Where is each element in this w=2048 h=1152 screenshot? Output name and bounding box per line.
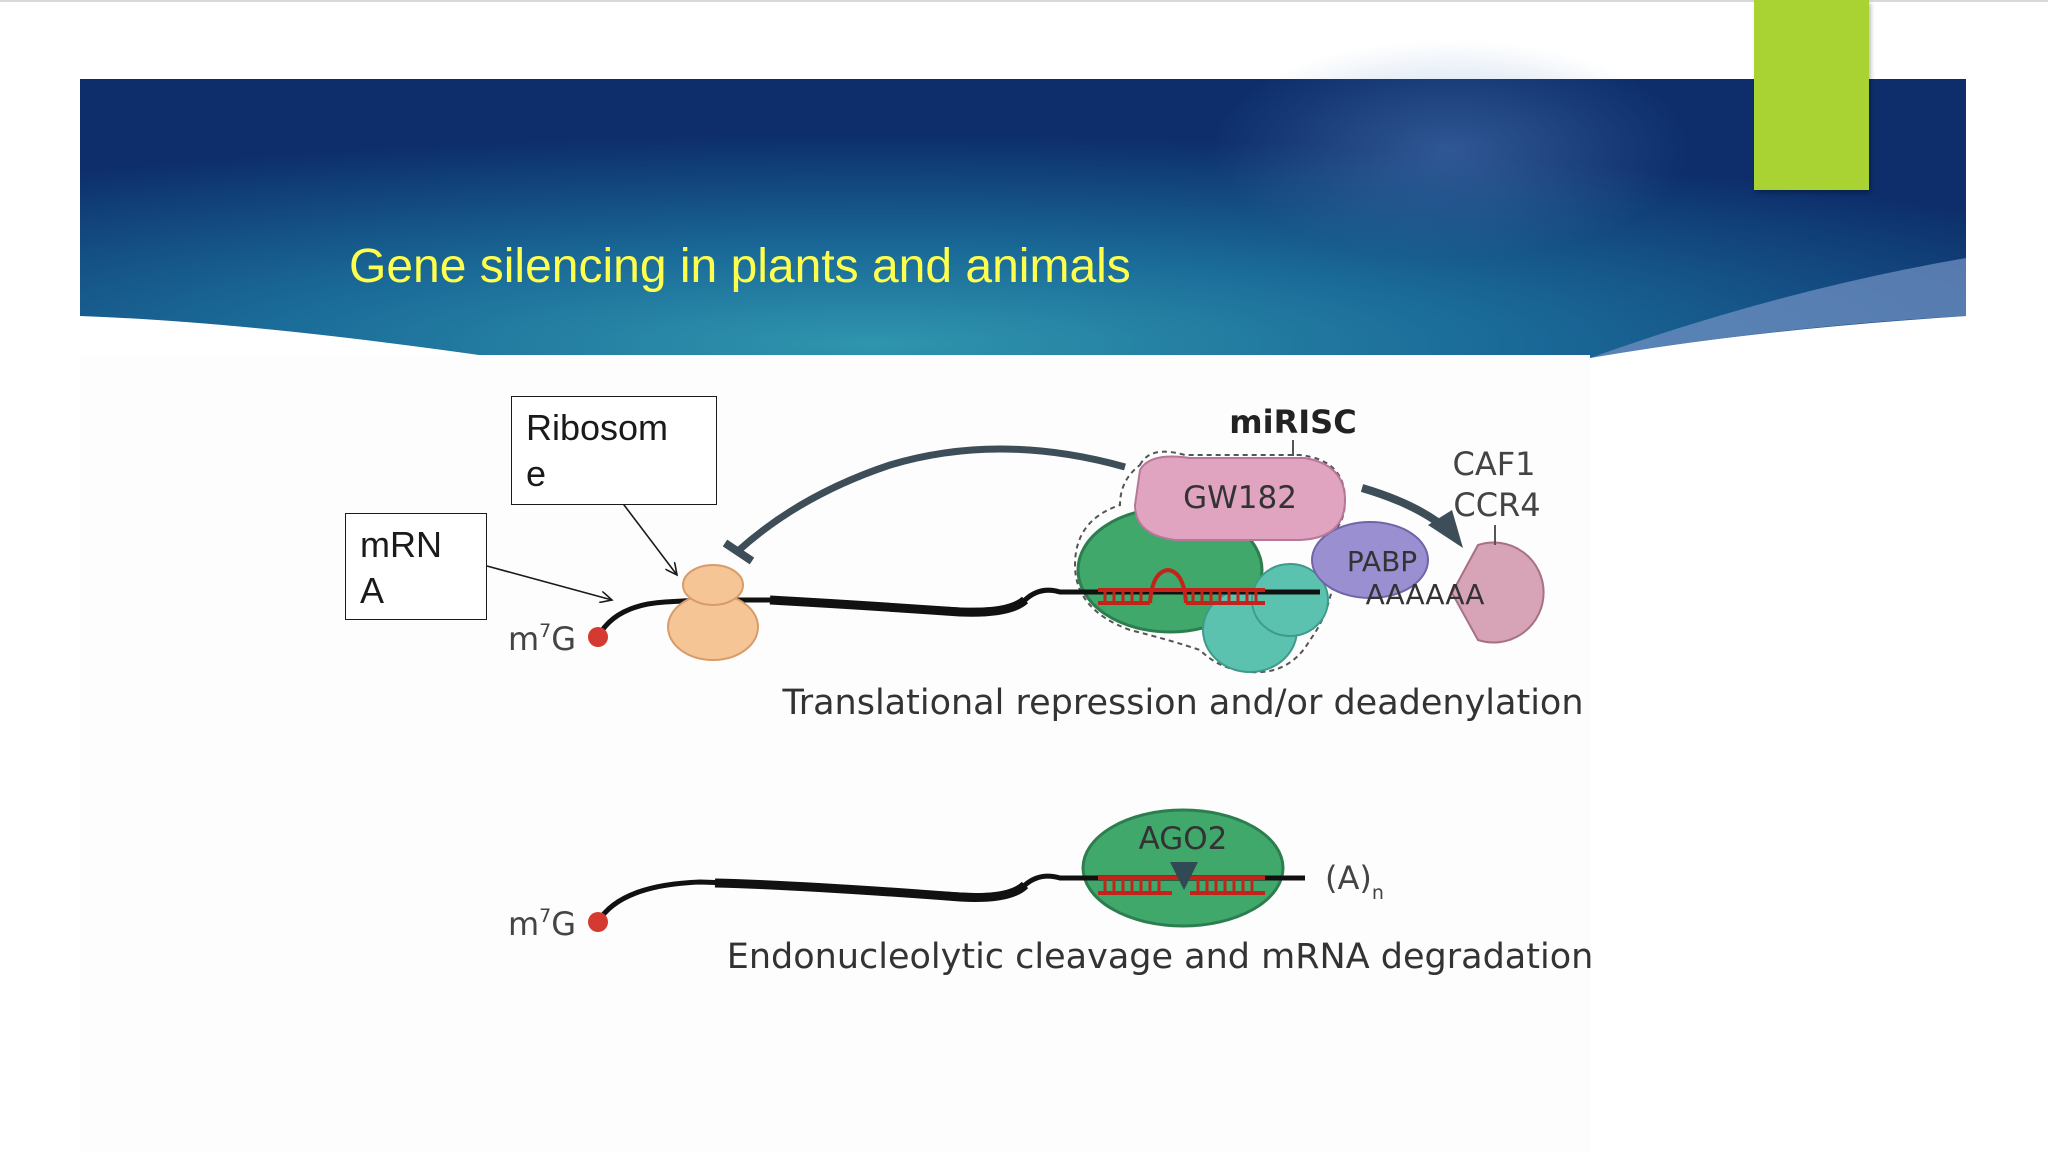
ccr4-label: CCR4 xyxy=(1453,486,1540,524)
ribosome-callout: Ribosom e xyxy=(511,396,717,505)
caf1-ccr4-protein xyxy=(1450,541,1545,644)
cap-top xyxy=(588,627,608,647)
mrna-thick-segment-bottom xyxy=(714,878,1029,902)
mrna-callout-line2: A xyxy=(360,570,385,611)
cap-bottom xyxy=(588,912,608,932)
mirna-duplex-bottom xyxy=(1098,876,1265,895)
gw182-label: GW182 xyxy=(1183,480,1297,516)
banner-glow xyxy=(1210,40,1690,260)
mrna-callout-arrow xyxy=(486,565,612,600)
banner-swoosh xyxy=(1590,258,1966,358)
ribosome-callout-line1: Ribosom xyxy=(526,407,669,448)
polya-label: AAAAAA xyxy=(1366,578,1485,611)
top-rule xyxy=(0,0,2048,2)
deadenylation-arrowhead xyxy=(1428,510,1463,548)
polya-tail-label: (A)n xyxy=(1325,859,1384,904)
inhibition-arc xyxy=(735,445,1126,554)
teal-subunit-2 xyxy=(1251,563,1329,637)
pabp-label: PABP xyxy=(1347,545,1417,578)
caption-top: Translational repression and/or deadenyl… xyxy=(781,683,1583,723)
inhibition-bar xyxy=(722,539,755,565)
ribosome xyxy=(667,564,759,661)
mirisc-label: miRISC xyxy=(1229,403,1356,441)
mrna-thick-segment-top xyxy=(769,595,1029,617)
cleavage-arrowhead xyxy=(1170,862,1198,890)
ribosome-callout-line2: e xyxy=(526,453,547,494)
cap-label-bottom: m7G xyxy=(508,905,576,943)
caf1-label: CAF1 xyxy=(1453,445,1536,483)
gw182-protein xyxy=(1133,455,1347,541)
mrna-callout: mRN A xyxy=(345,513,487,620)
ago2-label: AGO2 xyxy=(1139,821,1228,857)
pabp-protein xyxy=(1311,521,1429,599)
cap-label-top: m7G xyxy=(508,620,576,658)
accent-tab xyxy=(1754,0,1869,190)
slide-title: Gene silencing in plants and animals xyxy=(349,240,1131,293)
mirna-duplex-top xyxy=(1098,567,1265,605)
caption-bottom: Endonucleolytic cleavage and mRNA degrad… xyxy=(727,937,1594,977)
mrna-callout-line1: mRN xyxy=(360,524,442,565)
